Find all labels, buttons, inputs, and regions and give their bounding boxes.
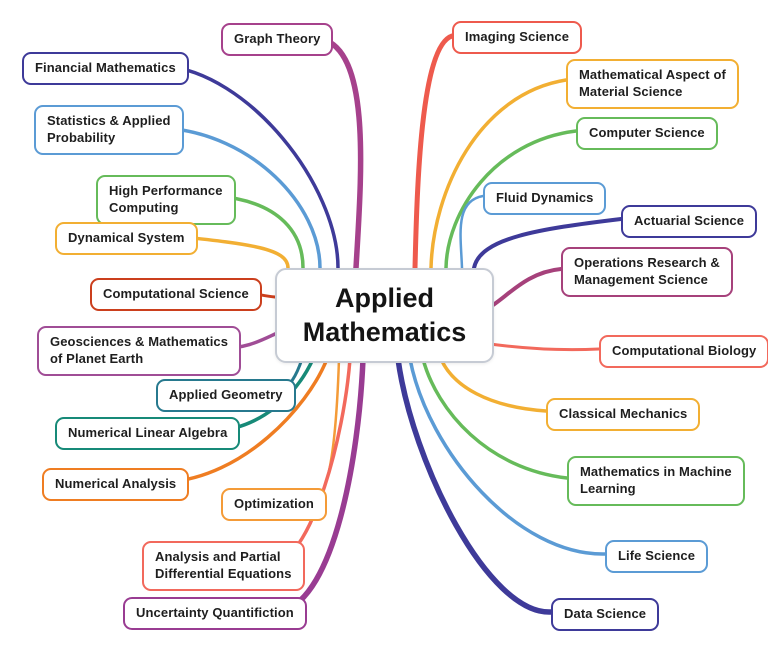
node-computer-science: Computer Science [576, 117, 718, 150]
node-dynamical-system: Dynamical System [55, 222, 198, 255]
node-classical-mechanics: Classical Mechanics [546, 398, 701, 431]
connector-graph-theory [319, 36, 364, 271]
connector-classical-mechanics [439, 357, 548, 413]
connector-computer-science [444, 129, 578, 270]
node-fluid-dynamics: Fluid Dynamics [483, 182, 607, 215]
node-analysis-and-partial-differential-equations: Analysis and Partial Differential Equati… [142, 541, 305, 591]
node-actuarial-science: Actuarial Science [621, 205, 758, 238]
connector-numerical-analysis [166, 357, 329, 484]
connector-imaging-science [412, 33, 455, 271]
connector-high-performance-computing [216, 194, 305, 270]
node-operations-research-management-science: Operations Research & Management Science [561, 247, 733, 297]
node-high-performance-computing: High Performance Computing [96, 175, 236, 225]
node-imaging-science: Imaging Science [452, 21, 583, 54]
node-uncertainty-quantifiction: Uncertainty Quantifiction [123, 597, 307, 630]
node-numerical-analysis: Numerical Analysis [42, 468, 190, 501]
node-computational-science: Computational Science [90, 278, 262, 311]
connector-statistics-probability [163, 126, 322, 270]
node-financial-mathematics: Financial Mathematics [22, 52, 189, 85]
node-data-science: Data Science [551, 598, 660, 631]
node-computational-biology: Computational Biology [599, 335, 768, 368]
connector-life-science [408, 357, 607, 556]
connector-data-science [395, 356, 554, 615]
connector-mathematics-in-machine-learning [421, 357, 569, 480]
center-node-applied-mathematics: Applied Mathematics [275, 268, 494, 363]
connector-fluid-dynamics [459, 194, 485, 270]
node-graph-theory: Graph Theory [221, 23, 334, 56]
node-applied-geometry: Applied Geometry [156, 379, 296, 412]
node-mathematics-in-machine-learning: Mathematics in Machine Learning [567, 456, 745, 506]
connector-operations-research [488, 267, 563, 309]
node-geosciences-planet-earth: Geosciences & Mathematics of Planet Eart… [37, 326, 242, 376]
node-numerical-linear-algebra: Numerical Linear Algebra [55, 417, 241, 450]
connector-material-science [429, 78, 568, 270]
connector-computational-biology [488, 342, 601, 352]
node-statistics-applied-probability: Statistics & Applied Probability [34, 105, 184, 155]
node-mathematical-aspect-of-material-science: Mathematical Aspect of Material Science [566, 59, 739, 109]
connector-financial-mathematics [162, 64, 340, 270]
connector-actuarial-science [472, 217, 623, 270]
connector-dynamical-system [173, 234, 290, 270]
node-optimization: Optimization [221, 488, 327, 521]
node-life-science: Life Science [605, 540, 709, 573]
